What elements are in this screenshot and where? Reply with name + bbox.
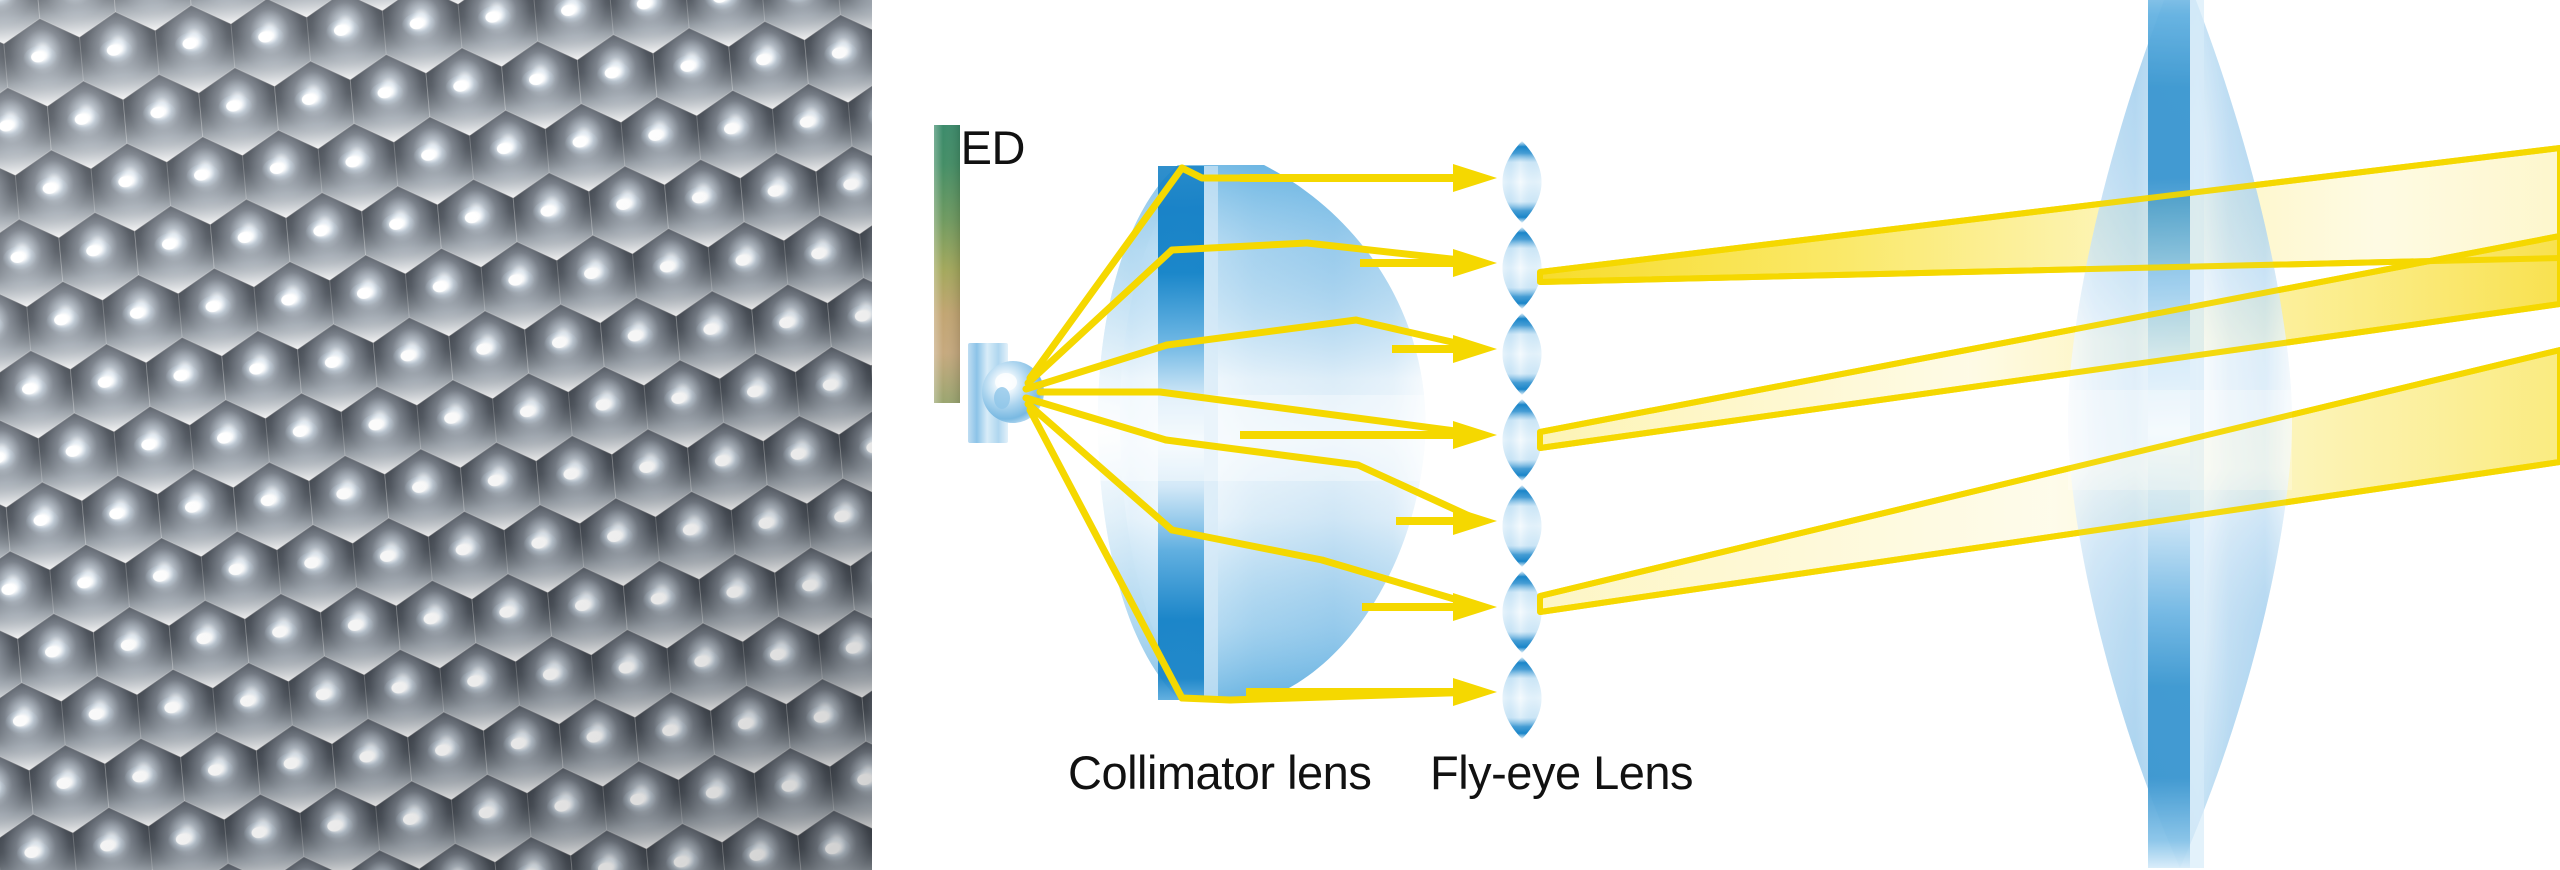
fly-eye-lenslet-5 [1502, 485, 1542, 567]
collimator-lens-label: Collimator lens [1068, 746, 1372, 799]
arrow-head-1 [1453, 164, 1497, 192]
photo-svg [0, 0, 872, 870]
refracted-ray-6 [1168, 526, 1326, 564]
refracted-ray-3 [1163, 316, 1360, 349]
collimated-ray-2 [1306, 239, 1479, 266]
source-ray-1 [1026, 164, 1186, 382]
fly-eye-lenslet-7 [1502, 657, 1542, 739]
collimated-ray-4 [1159, 388, 1479, 438]
source-ray-6 [1024, 400, 1176, 534]
source-ray-3 [1022, 341, 1171, 393]
fly-eye-lenslet-6 [1502, 571, 1542, 653]
refracted-ray-2 [1168, 239, 1311, 254]
hexagonal-microlens-array-photo [0, 0, 872, 870]
fly-eye-lens-label: Fly-eye Lens [1430, 746, 1694, 799]
source-ray-5 [1022, 394, 1170, 444]
collimator-core-band-edge [1204, 166, 1218, 700]
beam-lower-outline [1539, 347, 2560, 615]
led-heatsink-bar-shine [934, 125, 960, 403]
refracted-ray-5 [1162, 436, 1362, 469]
source-ray-2 [1024, 246, 1176, 387]
refracted-ray-1 [1178, 164, 1206, 182]
beam-upper-outline [1539, 145, 2560, 285]
photo-vignette [0, 0, 872, 870]
source-ray-7 [1026, 406, 1186, 702]
projection-lens-group [2068, 0, 2292, 868]
source-ray-group [1022, 164, 1186, 702]
arrow-head-2 [1453, 249, 1497, 277]
projection-lens-core-edge [2190, 0, 2204, 868]
beam-cone-group [1537, 145, 2560, 615]
projection-lens-core-band [2148, 0, 2190, 868]
arrow-head-4 [1453, 421, 1497, 449]
arrow-head-group [1453, 164, 1497, 706]
beam-outline-overlay-group [1539, 145, 2560, 615]
fly-eye-lenslet-3 [1502, 313, 1542, 395]
arrow-head-3 [1453, 335, 1497, 363]
collimated-ray-horizontal-group [1240, 174, 1482, 696]
led-die [994, 387, 1010, 409]
arrow-head-5 [1453, 507, 1497, 535]
arrow-head-7 [1453, 678, 1497, 706]
refracted-ray-7 [1178, 694, 1234, 704]
led-bar-group [934, 125, 960, 403]
arrow-head-6 [1453, 593, 1497, 621]
fly-eye-lenslet-2 [1502, 227, 1542, 309]
fly-eye-lenslet-4 [1502, 399, 1542, 481]
led-emitter-group [968, 343, 1044, 443]
collimated-ray-6 [1321, 556, 1479, 610]
fly-eye-lenslet-1 [1502, 141, 1542, 223]
beam-middle-outline [1539, 233, 2560, 451]
refracted-ray-group [1162, 164, 1362, 704]
fly-eye-lens-array [1502, 141, 1542, 739]
led-dome-highlight [995, 373, 1017, 391]
